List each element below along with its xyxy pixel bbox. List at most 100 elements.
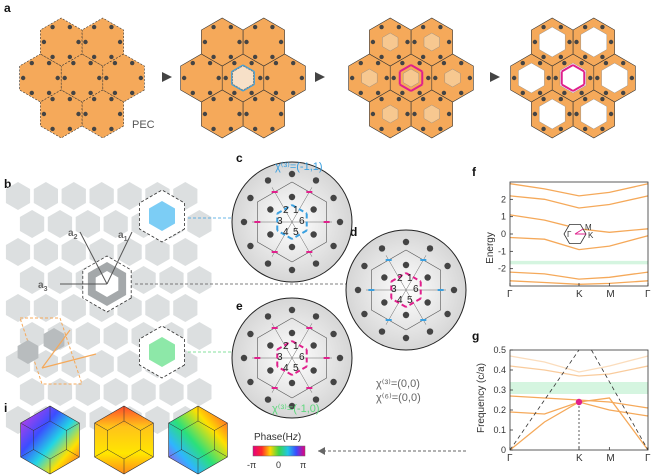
rod-dot: [629, 75, 635, 81]
rod-dot: [574, 111, 579, 117]
colorbar-title: Phase(Hz): [254, 432, 301, 443]
inner-bond: [390, 297, 407, 308]
rod-dot: [379, 24, 384, 30]
site-number: 6: [299, 216, 305, 227]
rod-dot: [62, 75, 67, 81]
outer-dot: [312, 260, 320, 267]
outer-dot: [312, 313, 320, 320]
rod-dot: [438, 54, 443, 60]
site-number: 5: [407, 295, 413, 306]
rod-dot: [579, 90, 584, 96]
arrow-left-icon: [318, 447, 325, 455]
inset-gamma: Γ: [567, 230, 572, 239]
rod-dot: [270, 54, 275, 60]
rod-dot: [446, 39, 452, 45]
rod-dot: [546, 75, 551, 81]
unit-cell-hex: [201, 89, 244, 139]
rod-dot: [273, 60, 279, 66]
rod-dot: [582, 96, 588, 102]
band-gap-band: [510, 382, 648, 394]
colorbar-tick-pi: π: [300, 460, 306, 470]
lattice-hex: [5, 182, 31, 210]
y-tick-label: 0: [501, 445, 506, 455]
lattice-hex: [103, 378, 128, 406]
site-dot: [424, 274, 431, 281]
disc-spoke: [405, 289, 427, 325]
rod-dot: [400, 60, 405, 66]
site-number: 3: [277, 352, 283, 363]
rod-dot: [562, 90, 567, 96]
rod-dot: [608, 39, 614, 45]
lattice-hex: [61, 350, 86, 378]
outer-dot: [361, 310, 368, 318]
rod-dot: [582, 54, 588, 60]
site-dot: [402, 261, 410, 269]
hole-hex: [423, 104, 440, 124]
rod-dot: [595, 75, 600, 81]
panel-label-a: a: [4, 1, 11, 15]
rod-dot: [553, 75, 558, 81]
rod-dot: [50, 24, 55, 30]
rod-dot: [396, 54, 402, 60]
rod-dot: [46, 60, 52, 66]
outer-dot: [247, 378, 254, 386]
lattice-hex: [75, 378, 100, 406]
rod-dot: [379, 96, 384, 102]
lattice-hex: [61, 238, 86, 266]
rod-dot: [558, 126, 564, 132]
rod-dot: [370, 111, 376, 117]
site-dot: [310, 206, 317, 213]
unit-cell-hex: [201, 17, 244, 67]
rod-dot: [291, 60, 296, 66]
phase-map-line: [20, 449, 34, 458]
hole-hex: [580, 26, 607, 58]
inset-m: M: [585, 223, 592, 232]
lattice-hex: [19, 266, 45, 294]
disc-spoke: [291, 221, 313, 257]
rod-dot: [273, 90, 279, 96]
outer-dot: [361, 262, 368, 270]
k-point-marker: [575, 398, 583, 406]
rod-dot: [83, 111, 88, 117]
outer-dot: [402, 238, 410, 246]
site-number: 5: [293, 227, 299, 238]
rod-dot: [138, 75, 144, 81]
outer-dot: [378, 328, 386, 335]
disc-spoke: [385, 289, 407, 325]
outer-dot: [240, 354, 248, 362]
rod-dot: [441, 60, 447, 66]
inner-bond: [276, 204, 293, 215]
lattice-hex: [145, 238, 170, 266]
rod-dot: [579, 60, 584, 66]
bond-line: [231, 64, 244, 73]
unit-cell-hex: [40, 89, 83, 139]
site-dot: [381, 299, 388, 306]
pec-label: PEC: [132, 119, 155, 131]
rod-dot: [438, 24, 443, 30]
hole-hex: [361, 68, 378, 88]
lattice-hex: [19, 378, 45, 406]
rod-dot: [379, 54, 384, 60]
phase-map-line: [140, 422, 154, 431]
chi6-label-d: χ⁽⁶⁾=(0,0): [376, 392, 421, 404]
lattice-hex: [47, 378, 73, 406]
band-curve: [509, 183, 649, 197]
lattice-hex: [5, 238, 31, 266]
rod-dot: [417, 60, 422, 66]
panel-label-d: d: [350, 225, 357, 239]
rod-dot: [396, 126, 402, 132]
rod-dot: [244, 111, 249, 117]
site-number: 4: [397, 295, 403, 306]
site-dot: [381, 274, 388, 281]
disc-spoke: [291, 323, 313, 359]
outer-dot: [444, 262, 451, 270]
rod-dot: [621, 60, 626, 66]
cell-hex: [43, 328, 65, 352]
rod-dot: [370, 39, 376, 45]
x-tick-label: M: [606, 289, 614, 300]
unit-cell-hex: [81, 17, 124, 67]
y-tick-label: 0.5: [493, 345, 506, 355]
rod-dot: [467, 75, 473, 81]
rod-dot: [459, 90, 464, 96]
rod-dot: [91, 54, 97, 60]
